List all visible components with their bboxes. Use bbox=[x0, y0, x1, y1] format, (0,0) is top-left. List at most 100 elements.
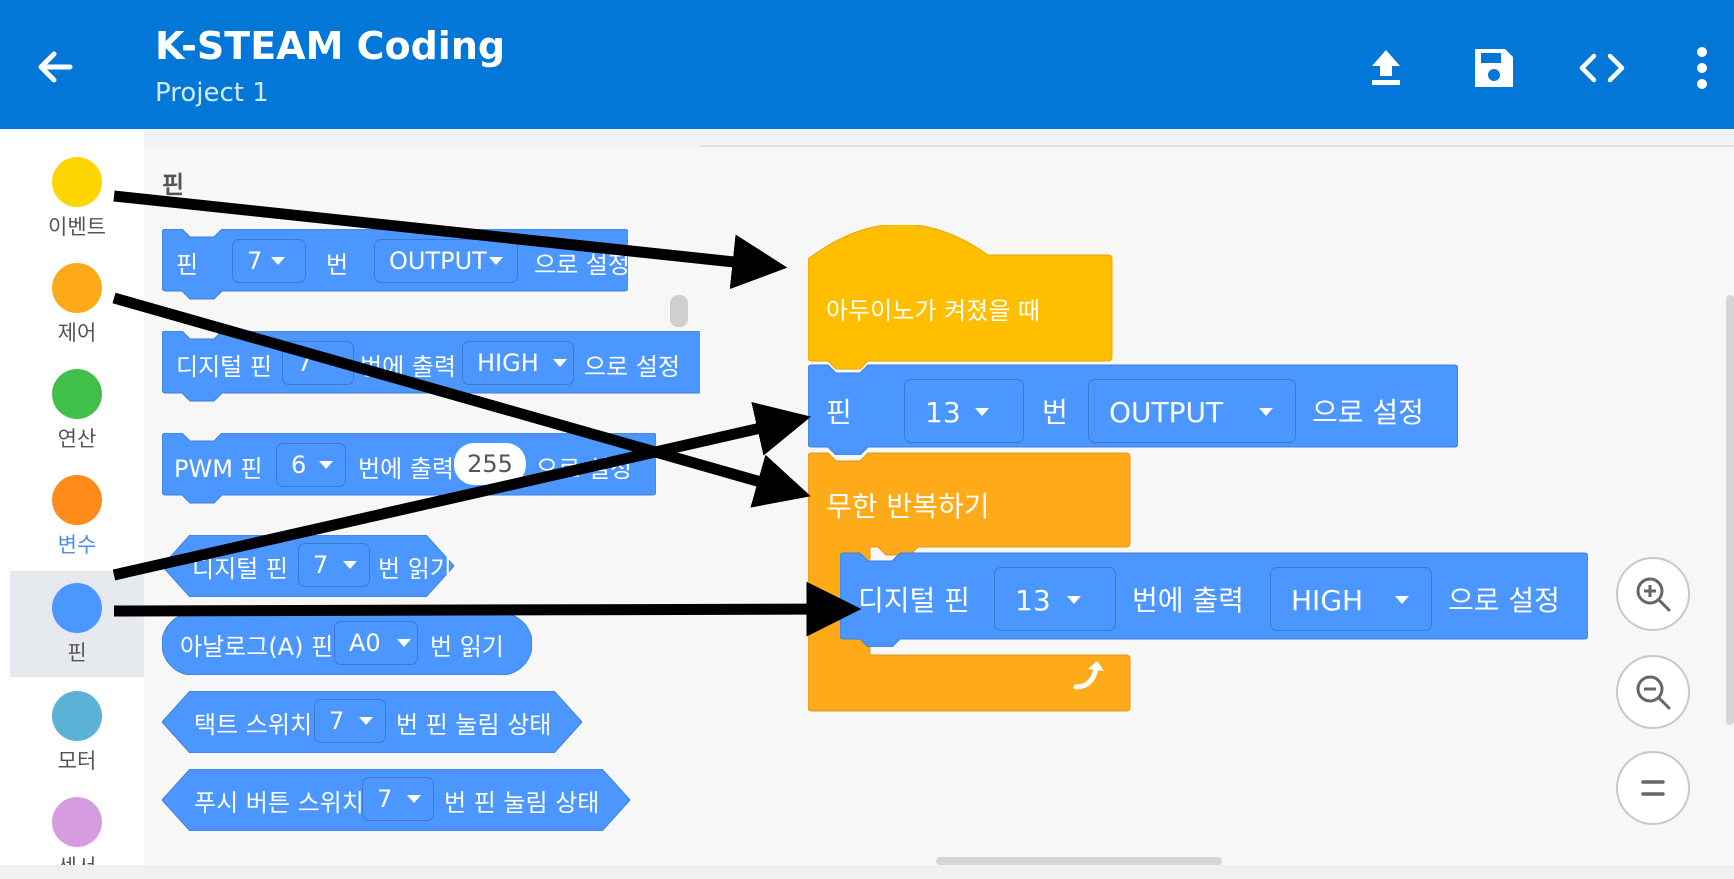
block-text: PWM 핀 bbox=[174, 455, 263, 483]
chevron-down-icon bbox=[319, 461, 333, 469]
upload-icon[interactable] bbox=[1358, 40, 1414, 96]
block-text: 으로 설정 bbox=[584, 353, 680, 381]
block-text: 번에 출력 bbox=[1132, 584, 1244, 617]
category-dot bbox=[52, 157, 102, 207]
dropdown-value: OUTPUT bbox=[1109, 396, 1224, 429]
block-text: 번 읽기 bbox=[378, 555, 452, 583]
project-name: Project 1 bbox=[155, 78, 269, 108]
category-variables[interactable]: 변수 bbox=[10, 475, 144, 581]
block-text: 번에 출력 bbox=[360, 353, 456, 381]
block-text: 아날로그(A) 핀 bbox=[180, 633, 334, 661]
pin-mode-block[interactable]: 핀 7 번 OUTPUT 으로 설정 bbox=[162, 229, 630, 301]
loop-digital-write-block[interactable]: 디지털 핀 13 번에 출력 HIGH 으로 설정 bbox=[840, 549, 1588, 647]
digital-read-block[interactable]: 디지털 핀 7 번 읽기 bbox=[162, 535, 454, 597]
workspace-horizontal-scrollbar[interactable] bbox=[936, 857, 1222, 865]
chevron-down-icon bbox=[359, 717, 373, 725]
chevron-down-icon bbox=[343, 561, 357, 569]
palette-heading: 핀 bbox=[162, 171, 185, 199]
pin-dropdown[interactable]: 7 bbox=[314, 699, 386, 743]
block-text: 디지털 핀 bbox=[176, 353, 272, 381]
dropdown-value: 6 bbox=[291, 451, 307, 479]
chevron-down-icon bbox=[553, 359, 567, 367]
block-text: 핀 bbox=[826, 396, 852, 429]
event-hat-label[interactable]: 아두이노가 켜졌을 때 bbox=[826, 297, 1040, 325]
pwm-write-block[interactable]: PWM 핀 6 번에 출력 255 으로 설정 bbox=[162, 433, 656, 505]
equals-icon bbox=[1641, 780, 1665, 796]
pin-dropdown[interactable]: 13 bbox=[994, 567, 1116, 631]
chevron-down-icon bbox=[397, 639, 411, 647]
category-dot bbox=[52, 797, 102, 847]
block-text: 번 핀 눌림 상태 bbox=[444, 789, 600, 817]
block-palette: 핀 핀 7 번 OUTPUT 으로 설정 디지털 핀 7 번에 출력 HIGH … bbox=[144, 145, 700, 865]
digital-write-block[interactable]: 디지털 핀 7 번에 출력 HIGH 으로 설정 bbox=[162, 331, 700, 403]
dropdown-value: 7 bbox=[313, 551, 329, 579]
chevron-down-icon bbox=[1259, 408, 1273, 416]
app-title: K-STEAM Coding bbox=[155, 24, 506, 68]
zoom-out-button[interactable] bbox=[1616, 655, 1690, 729]
zoom-out-icon bbox=[1636, 675, 1671, 710]
dropdown-value: 7 bbox=[297, 349, 313, 377]
chevron-down-icon bbox=[1395, 596, 1409, 604]
analog-read-block[interactable]: 아날로그(A) 핀 A0 번 읽기 bbox=[162, 613, 532, 675]
tact-switch-block[interactable]: 택트 스위치 7 번 핀 눌림 상태 bbox=[162, 691, 582, 753]
pin-dropdown[interactable]: 7 bbox=[232, 239, 306, 283]
category-label: 제어 bbox=[57, 321, 97, 345]
loop-arrow-icon bbox=[1070, 655, 1110, 695]
mode-dropdown[interactable]: OUTPUT bbox=[1088, 379, 1296, 443]
forever-block-shape bbox=[808, 452, 1131, 712]
level-dropdown[interactable]: HIGH bbox=[462, 341, 574, 385]
category-dot bbox=[52, 691, 102, 741]
block-text: 핀 bbox=[176, 251, 199, 279]
app-bar: K-STEAM Coding Project 1 bbox=[0, 0, 1734, 129]
zoom-in-button[interactable] bbox=[1616, 557, 1690, 631]
chevron-down-icon bbox=[975, 408, 989, 416]
chevron-down-icon bbox=[1067, 596, 1081, 604]
category-sidebar: 이벤트 제어 연산 변수 핀 모터 센서 bbox=[0, 129, 144, 879]
category-dot bbox=[52, 583, 102, 633]
zoom-reset-button[interactable] bbox=[1616, 751, 1690, 825]
zoom-in-icon bbox=[1636, 577, 1671, 612]
more-vertical-icon[interactable] bbox=[1682, 40, 1722, 96]
workspace-vertical-scrollbar[interactable] bbox=[1726, 295, 1734, 725]
pwm-value-input[interactable]: 255 bbox=[454, 443, 526, 485]
back-arrow-icon[interactable] bbox=[30, 42, 80, 92]
workspace-canvas[interactable]: 아두이노가 켜졌을 때 핀 13 번 OUTPUT 으로 설정 무한 반복하기 … bbox=[700, 145, 1734, 865]
pin-dropdown[interactable]: 7 bbox=[298, 543, 370, 587]
palette-scrollbar[interactable] bbox=[670, 295, 688, 327]
analog-pin-dropdown[interactable]: A0 bbox=[334, 621, 418, 665]
chevron-down-icon bbox=[271, 257, 285, 265]
block-text: 으로 설정 bbox=[1448, 584, 1560, 617]
dropdown-value: 7 bbox=[377, 785, 393, 813]
category-dot bbox=[52, 475, 102, 525]
mode-dropdown[interactable]: OUTPUT bbox=[374, 239, 518, 283]
dropdown-value: A0 bbox=[349, 629, 381, 657]
chevron-down-icon bbox=[407, 795, 421, 803]
category-event[interactable]: 이벤트 bbox=[10, 157, 144, 263]
pin-dropdown[interactable]: 7 bbox=[282, 341, 354, 385]
dropdown-value: HIGH bbox=[1291, 584, 1364, 617]
category-control[interactable]: 제어 bbox=[10, 263, 144, 369]
block-text: 디지털 핀 bbox=[858, 584, 970, 617]
block-text: 택트 스위치 bbox=[194, 711, 313, 739]
dropdown-value: 13 bbox=[925, 396, 961, 429]
forever-loop-label[interactable]: 무한 반복하기 bbox=[826, 490, 990, 523]
level-dropdown[interactable]: HIGH bbox=[1270, 567, 1432, 631]
category-motor[interactable]: 모터 bbox=[10, 691, 144, 797]
category-dot bbox=[52, 263, 102, 313]
category-label: 핀 bbox=[67, 641, 87, 665]
category-operators[interactable]: 연산 bbox=[10, 369, 144, 475]
setup-pin-mode-block[interactable]: 핀 13 번 OUTPUT 으로 설정 bbox=[808, 357, 1458, 455]
category-pin[interactable]: 핀 bbox=[10, 571, 144, 677]
chevron-down-icon bbox=[489, 257, 503, 265]
pin-dropdown[interactable]: 6 bbox=[276, 443, 346, 487]
dropdown-value: 13 bbox=[1015, 584, 1051, 617]
save-icon[interactable] bbox=[1466, 40, 1522, 96]
pin-dropdown[interactable]: 7 bbox=[362, 777, 434, 821]
pin-dropdown[interactable]: 13 bbox=[904, 379, 1024, 443]
category-label: 이벤트 bbox=[48, 215, 106, 239]
block-text: 으로 설정 bbox=[536, 455, 632, 483]
code-icon[interactable] bbox=[1574, 40, 1630, 96]
block-text: 디지털 핀 bbox=[192, 555, 288, 583]
category-label: 변수 bbox=[57, 533, 97, 557]
push-button-block[interactable]: 푸시 버튼 스위치 7 번 핀 눌림 상태 bbox=[162, 769, 630, 831]
